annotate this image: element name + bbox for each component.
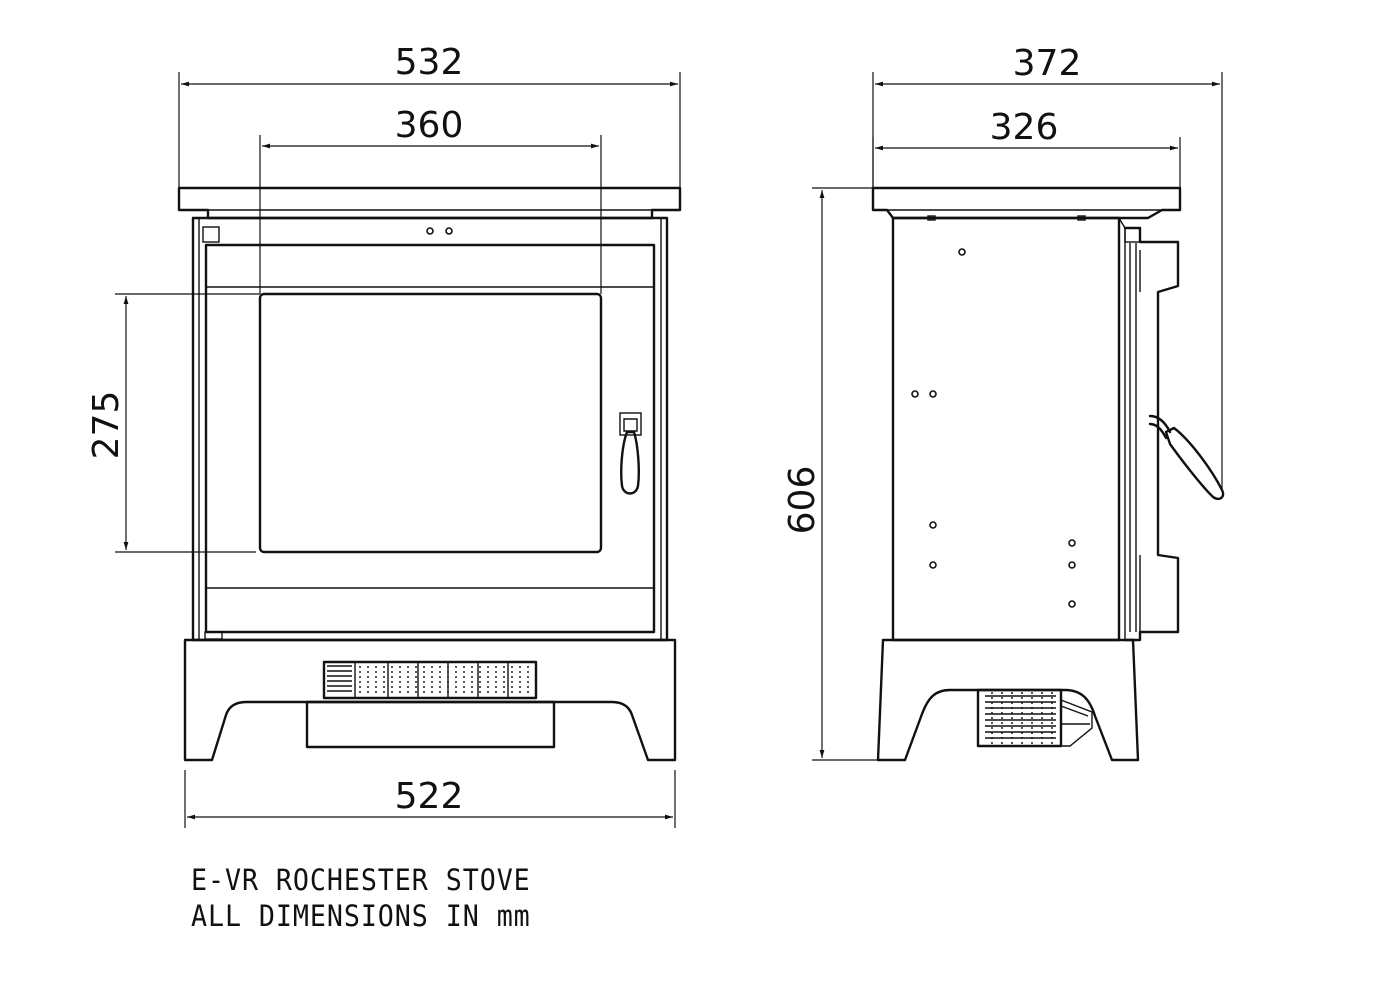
drawing-title: E-VR ROCHESTER STOVE xyxy=(191,863,531,897)
dim-side-overall-depth: 372 xyxy=(1013,43,1082,84)
side-door-profile xyxy=(1123,226,1180,642)
dim-side-body-depth: 326 xyxy=(990,107,1059,148)
side-base xyxy=(876,638,1140,762)
side-top-cornice xyxy=(871,186,1182,220)
drawing-subtitle: ALL DIMENSIONS IN mm xyxy=(191,899,531,933)
side-door-handle xyxy=(1148,414,1225,501)
front-door xyxy=(204,243,656,634)
dim-front-window-height: 275 xyxy=(86,391,127,460)
door-handle xyxy=(619,412,642,495)
front-body xyxy=(191,216,669,642)
side-view xyxy=(871,186,1225,762)
front-base xyxy=(183,638,677,762)
front-dimensions: 532 360 275 522 xyxy=(86,42,681,828)
dim-side-overall-height: 606 xyxy=(782,466,823,535)
dim-front-overall-width: 532 xyxy=(395,42,464,83)
side-heater-grille xyxy=(976,688,1093,748)
front-heater-drawer xyxy=(305,700,556,749)
side-dimensions: 372 326 606 xyxy=(782,43,1223,761)
front-window-glass xyxy=(258,292,603,554)
title-block: E-VR ROCHESTER STOVE ALL DIMENSIONS IN m… xyxy=(191,862,531,934)
side-body xyxy=(891,216,1121,642)
dim-front-base-width: 522 xyxy=(395,776,464,817)
front-heater-grille xyxy=(322,660,538,700)
front-corner-block xyxy=(202,226,220,243)
front-view xyxy=(177,186,682,762)
front-top-cornice xyxy=(177,186,682,220)
dim-front-window-width: 360 xyxy=(395,105,464,146)
